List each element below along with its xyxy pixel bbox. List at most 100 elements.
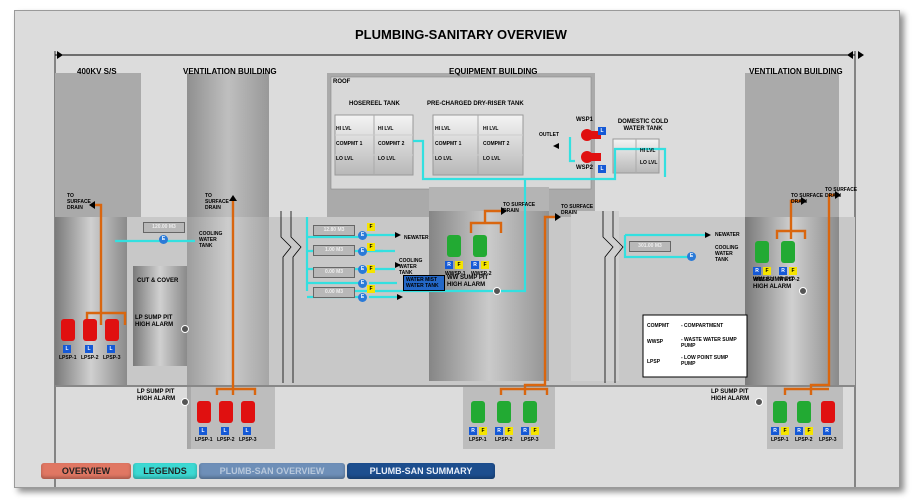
fault-badge: F — [479, 427, 487, 435]
surface-drain-label-3: TO SURFACE DRAIN — [503, 202, 536, 214]
remote-badge: R — [795, 427, 803, 435]
pump-label: WWSP-2 — [779, 277, 800, 283]
overview-button[interactable]: OVERVIEW — [41, 463, 131, 479]
dryriser-hi-lvl: HI LVL — [435, 126, 451, 132]
legends-button[interactable]: LEGENDS — [133, 463, 197, 479]
wwsp-group-right: R F R F WWSP-1 WWSP-2 — [751, 237, 807, 285]
pump-label: LPSP-2 — [217, 437, 235, 443]
lp-sump-alarm-right: LP SUMP PIT HIGH ALARM — [711, 389, 750, 402]
pump-motor-icon[interactable] — [241, 401, 255, 423]
legend-abbr-lpsp: LPSP — [647, 359, 661, 365]
local-badge: L — [221, 427, 229, 435]
remote-badge: R — [495, 427, 503, 435]
ww-sump-alarm-mid: WW SUMP PIT HIGH ALARM — [447, 275, 489, 288]
pump-motor-icon[interactable] — [497, 401, 511, 423]
legend-desc-compmt: - COMPARTMENT — [681, 323, 724, 329]
pump-motor-icon[interactable] — [447, 235, 461, 257]
pump-motor-icon[interactable] — [197, 401, 211, 423]
flow-badge: F — [367, 285, 375, 293]
dryriser-compmt: COMPMT 1 — [435, 141, 462, 147]
building-label-substation: 400KV S/S — [77, 67, 117, 76]
lpsp-group-left: L L L LPSP-1 LPSP-2 LPSP-3 — [59, 313, 131, 365]
pump-motor-icon[interactable] — [473, 235, 487, 257]
alarm-indicator-icon[interactable] — [799, 287, 807, 295]
pump-label: WWSP-2 — [471, 271, 492, 277]
pump-motor-icon[interactable] — [797, 401, 811, 423]
domestic-tank-label: DOMESTIC COLD WATER TANK — [617, 119, 669, 132]
meter-left-cooling: 120.00 M3 — [143, 222, 185, 233]
meter-mid-3: 0.00 M3 — [313, 267, 355, 278]
cooling-tank-label-left: COOLING WATER TANK — [199, 231, 223, 249]
fault-badge: F — [531, 427, 539, 435]
remote-badge: R — [445, 261, 453, 269]
pump-label: LPSP-2 — [81, 355, 99, 361]
dryriser-hi-lvl-2: HI LVL — [483, 126, 499, 132]
legend-desc-wwsp: - WASTE WATER SUMP PUMP — [681, 337, 737, 349]
pump-motor-icon[interactable] — [219, 401, 233, 423]
wsp2-pump-graphic — [581, 151, 601, 163]
dryriser-compmt-2: COMPMT 2 — [483, 141, 510, 147]
remote-badge: R — [771, 427, 779, 435]
hosereel-lo-lvl: LO LVL — [336, 156, 354, 162]
ww-sump-alarm-right: WW SUMP PIT HIGH ALARM — [753, 277, 795, 290]
flow-badge: F — [367, 223, 375, 231]
pump-label: WWSP-1 — [753, 277, 774, 283]
wsp2-label: WSP2 — [576, 165, 594, 171]
e-indicator[interactable]: E — [687, 252, 696, 261]
remote-badge: R — [753, 267, 761, 275]
e-indicator[interactable]: E — [358, 265, 367, 274]
fault-badge: F — [763, 267, 771, 275]
hosereel-hi-lvl: HI LVL — [336, 126, 352, 132]
pump-motor-icon[interactable] — [471, 401, 485, 423]
e-indicator[interactable]: E — [358, 293, 367, 302]
pump-motor-icon[interactable] — [755, 241, 769, 263]
e-indicator[interactable]: E — [358, 279, 367, 288]
meter-mid-1: 12.80 M3 — [313, 225, 355, 236]
pump-motor-icon[interactable] — [523, 401, 537, 423]
hosereel-lo-lvl-2: LO LVL — [378, 156, 396, 162]
pump-label: LPSP-1 — [771, 437, 789, 443]
legend-desc-lpsp: - LOW POINT SUMP PUMP — [681, 355, 729, 367]
water-mist-tank-label: WATER MIST WATER TANK — [403, 275, 445, 291]
lp-sump-alarm-left: LP SUMP PIT HIGH ALARM — [135, 315, 174, 328]
hosereel-compmt-2: COMPMT 2 — [378, 141, 405, 147]
hmi-frame: PLUMBING-SANITARY OVERVIEW 400KV S/S VEN… — [14, 10, 900, 488]
fault-badge: F — [789, 267, 797, 275]
dryriser-lo-lvl: LO LVL — [435, 156, 453, 162]
local-badge: L — [85, 345, 93, 353]
building-label-vent-left: VENTILATION BUILDING — [183, 67, 277, 76]
plumb-san-summary-button[interactable]: PLUMB-SAN SUMMARY — [347, 463, 495, 479]
plumb-san-overview-button[interactable]: PLUMB-SAN OVERVIEW — [199, 463, 345, 479]
local-badge: L — [199, 427, 207, 435]
pump-label: LPSP-3 — [819, 437, 837, 443]
e-indicator[interactable]: E — [159, 235, 168, 244]
e-indicator[interactable]: E — [358, 247, 367, 256]
pump-label: LPSP-3 — [239, 437, 257, 443]
pump-motor-icon[interactable] — [781, 241, 795, 263]
fault-badge: F — [805, 427, 813, 435]
alarm-indicator-icon[interactable] — [493, 287, 501, 295]
alarm-indicator-icon[interactable] — [181, 325, 189, 333]
pump-motor-icon[interactable] — [773, 401, 787, 423]
right-marker-icon-2 — [858, 51, 864, 59]
wsp1-pump-graphic — [581, 129, 601, 141]
dryriser-lo-lvl-2: LO LVL — [483, 156, 501, 162]
dry-riser-tank-graphic — [432, 114, 524, 176]
pump-motor-icon[interactable] — [61, 319, 75, 341]
hosereel-tank-graphic — [334, 114, 414, 176]
left-marker-icon — [847, 51, 853, 59]
pump-motor-icon[interactable] — [83, 319, 97, 341]
lp-sump-alarm-mid: LP SUMP PIT HIGH ALARM — [137, 389, 176, 402]
alarm-indicator-icon[interactable] — [181, 398, 189, 406]
alarm-indicator-icon[interactable] — [755, 398, 763, 406]
legend-abbr-compmt: COMPMT — [647, 323, 670, 329]
pump-motor-icon[interactable] — [105, 319, 119, 341]
remote-badge: R — [471, 261, 479, 269]
pump-motor-icon[interactable] — [821, 401, 835, 423]
fault-badge: F — [481, 261, 489, 269]
pump-label: LPSP-2 — [495, 437, 513, 443]
meter-mid-4: 0.00 M3 — [313, 287, 355, 298]
roof-label: ROOF — [333, 79, 351, 85]
wsp1-label: WSP1 — [576, 117, 594, 123]
e-indicator[interactable]: E — [358, 231, 367, 240]
